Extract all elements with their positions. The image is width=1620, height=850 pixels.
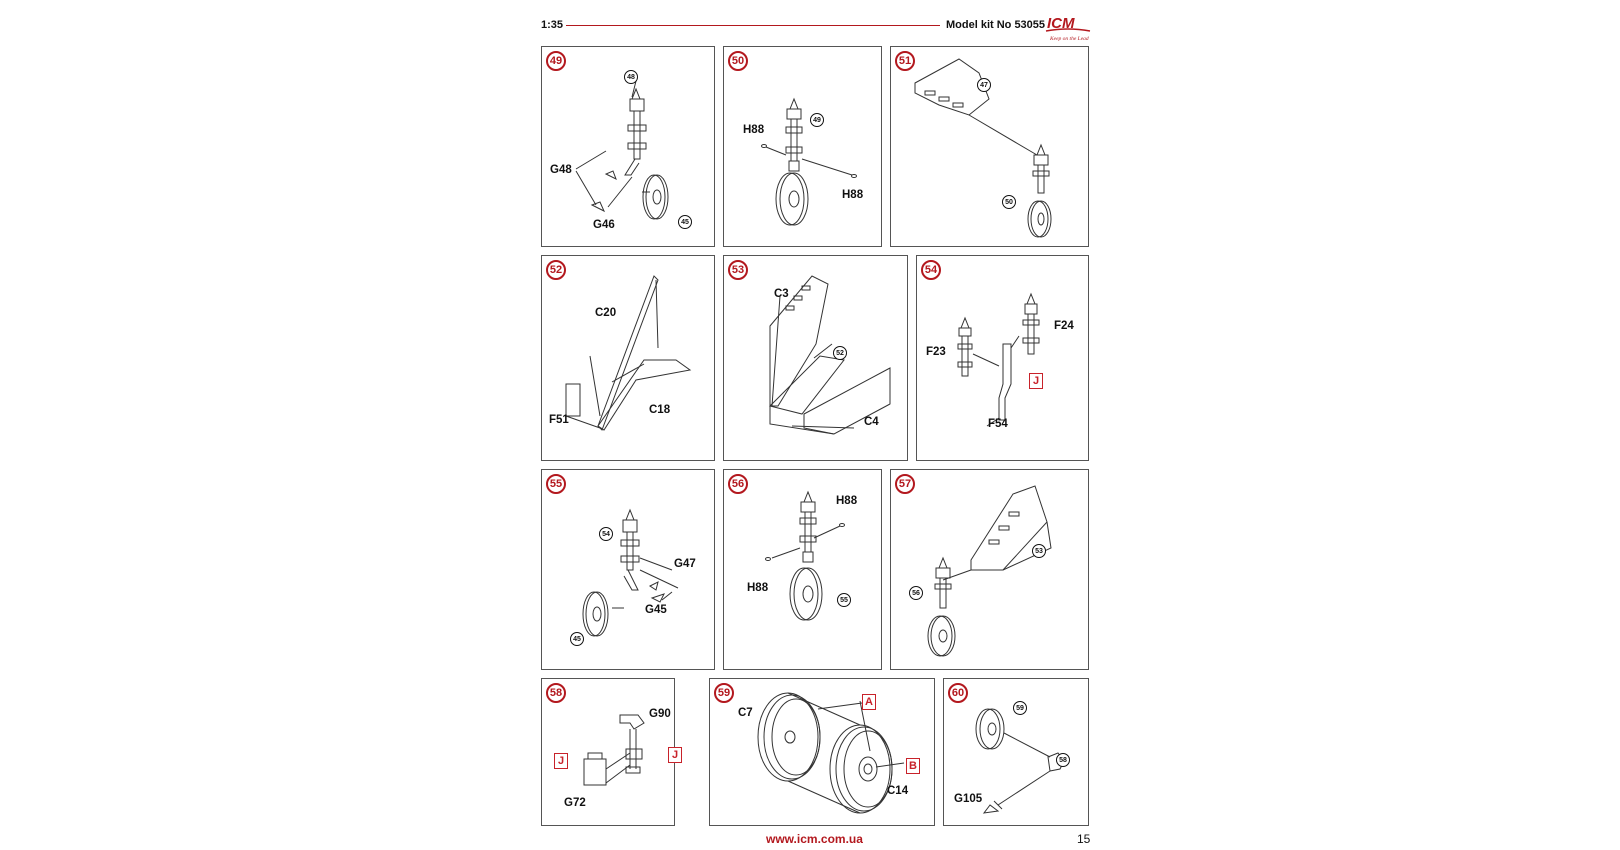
part-label-h88-top: H88 (836, 495, 858, 507)
step-ref-48: 48 (624, 70, 638, 84)
model-kit-number: Model kit No 53055 (946, 19, 1046, 31)
step-number: 54 (921, 260, 941, 280)
step-ref-45: 45 (570, 632, 584, 646)
step-number: 50 (728, 51, 748, 71)
part-label-h88-left: H88 (743, 124, 765, 136)
step-ref-53: 53 (1032, 544, 1046, 558)
part-label-g46: G46 (593, 219, 615, 231)
step-number: 52 (546, 260, 566, 280)
header-rule (566, 25, 940, 26)
step-57-panel: 57 53 56 (890, 469, 1089, 670)
step-54-panel: 54 F24 F23 J F54 (916, 255, 1089, 461)
part-label-g90: G90 (649, 708, 671, 720)
step-ref-59: 59 (1013, 701, 1027, 715)
step-56-panel: 56 H88 H88 55 (723, 469, 882, 670)
part-label-g47: G47 (674, 558, 696, 570)
color-ref-j: J (1029, 373, 1043, 389)
part-label-f24: F24 (1054, 320, 1074, 332)
step-ref-50: 50 (1002, 195, 1016, 209)
icm-logo: ICM Keep on the Lead (1044, 13, 1092, 45)
part-label-c14: C14 (887, 785, 909, 797)
part-label-c3: C3 (774, 288, 789, 300)
step-51-drawing (914, 58, 1052, 238)
part-label-h88-bottom: H88 (747, 582, 769, 594)
part-label-c4: C4 (864, 416, 879, 428)
step-number: 57 (895, 474, 915, 494)
scale-label: 1:35 (541, 19, 564, 31)
logo-tagline: Keep on the Lead (1049, 36, 1089, 42)
part-label-c20: C20 (595, 307, 617, 319)
step-50-drawing (761, 97, 857, 226)
step-ref-56: 56 (909, 586, 923, 600)
step-59-panel: 59 C7 A B C14 (709, 678, 935, 826)
step-52-panel: 52 C20 F51 C18 (541, 255, 715, 461)
step-51-panel: 51 47 50 (890, 46, 1089, 247)
step-number: 49 (546, 51, 566, 71)
step-60-panel: 60 59 58 G105 (943, 678, 1089, 826)
step-number: 60 (948, 683, 968, 703)
step-59-drawing (757, 692, 905, 814)
part-label-g105: G105 (954, 793, 983, 805)
website-link[interactable]: www.icm.com.ua (766, 832, 863, 846)
step-ref-47: 47 (977, 78, 991, 92)
part-label-g48: G48 (550, 164, 572, 176)
step-number: 51 (895, 51, 915, 71)
part-label-c7: C7 (738, 707, 753, 719)
part-label-g45: G45 (645, 604, 667, 616)
step-ref-45: 45 (678, 215, 692, 229)
step-number: 58 (546, 683, 566, 703)
step-ref-55: 55 (837, 593, 851, 607)
part-label-h88-right: H88 (842, 189, 864, 201)
step-49-drawing (575, 80, 669, 220)
step-number: 59 (714, 683, 734, 703)
step-55-panel: 55 54 G47 G45 45 (541, 469, 715, 670)
step-50-panel: 50 H88 49 H88 (723, 46, 882, 247)
color-ref-j-right: J (668, 747, 682, 763)
step-52-drawing (565, 275, 692, 431)
part-label-f51: F51 (549, 414, 569, 426)
step-55-drawing (582, 508, 679, 637)
step-58-drawing (583, 714, 645, 786)
part-label-f23: F23 (926, 346, 946, 358)
step-ref-58: 58 (1056, 753, 1070, 767)
step-57-drawing (927, 485, 1052, 657)
step-number: 56 (728, 474, 748, 494)
step-ref-54: 54 (599, 527, 613, 541)
step-53-panel: 53 C3 52 C4 (723, 255, 908, 461)
logo-text: ICM (1047, 15, 1075, 32)
step-49-panel: 49 48 G48 G46 45 (541, 46, 715, 247)
page-number: 15 (1077, 832, 1091, 846)
step-number: 55 (546, 474, 566, 494)
color-ref-j-left: J (554, 753, 568, 769)
part-label-g72: G72 (564, 797, 586, 809)
part-label-c18: C18 (649, 404, 671, 416)
color-ref-a: A (862, 694, 876, 710)
color-ref-b: B (906, 758, 920, 774)
step-ref-49: 49 (810, 113, 824, 127)
step-number: 53 (728, 260, 748, 280)
step-ref-52: 52 (833, 346, 847, 360)
step-58-panel: 58 G90 J J G72 (541, 678, 682, 826)
step-56-drawing (765, 490, 845, 621)
part-label-f54: F54 (988, 418, 1008, 430)
step-54-drawing (957, 292, 1040, 427)
step-53-drawing (769, 275, 891, 435)
